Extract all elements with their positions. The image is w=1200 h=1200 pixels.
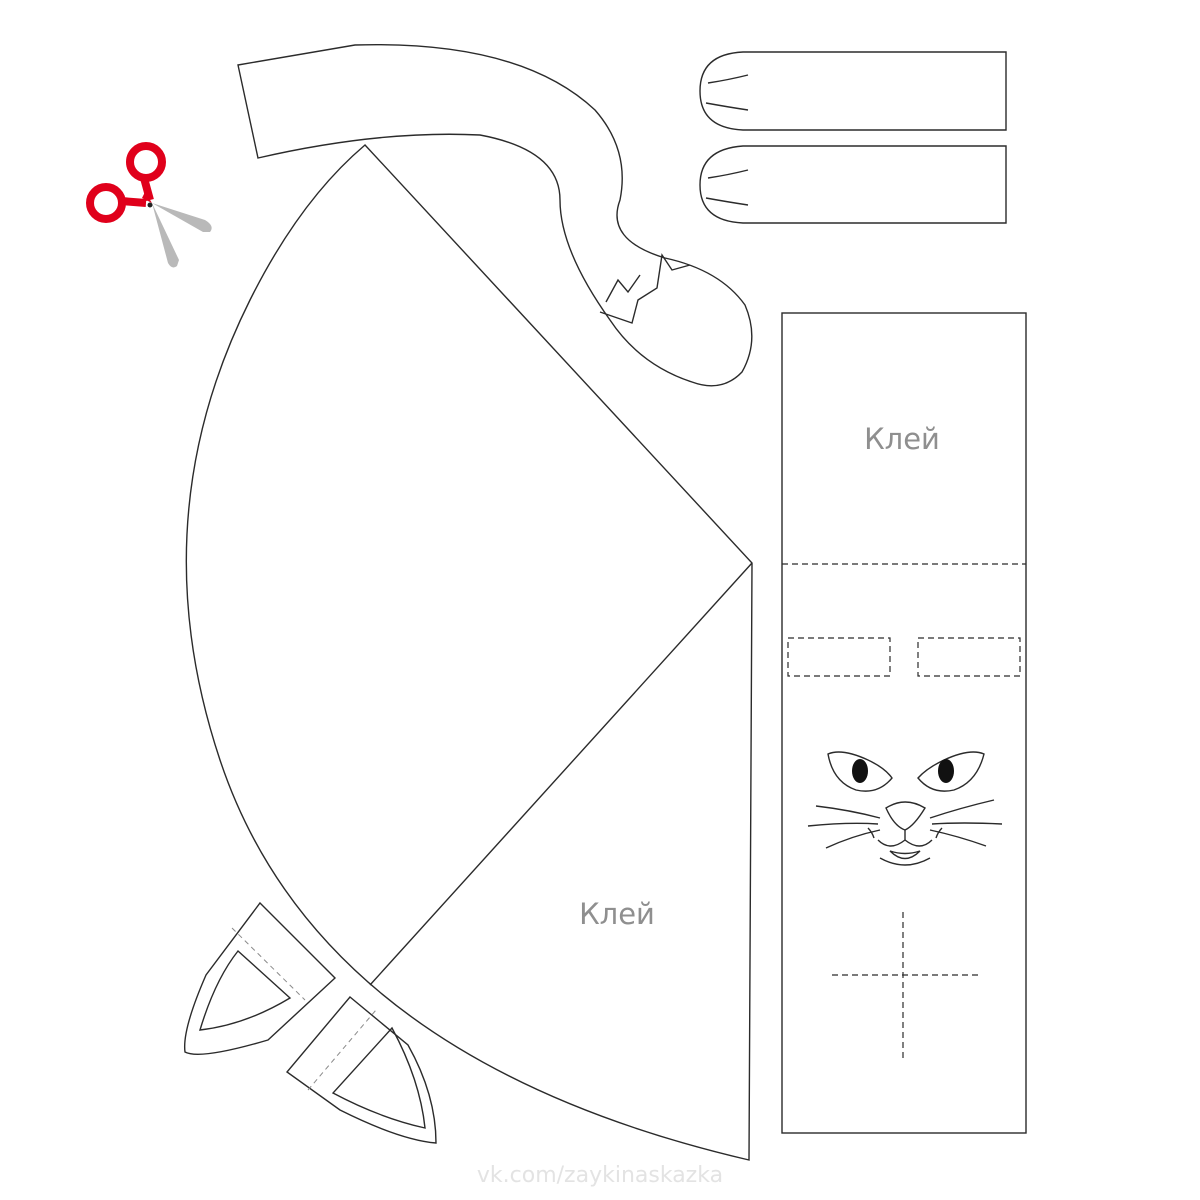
- paw-strip-bottom: [699, 145, 1007, 224]
- cat-face-icon: [807, 751, 1003, 866]
- tail-piece: [237, 43, 753, 387]
- strip-glue-label: Клей: [864, 422, 940, 456]
- paw-strip-top: [699, 51, 1007, 131]
- ear-piece-right: [285, 996, 437, 1144]
- scissors-icon: [86, 142, 212, 268]
- body-glue-label: Клей: [579, 897, 655, 931]
- ear-piece-left: [183, 901, 337, 1055]
- body-piece: [185, 144, 753, 1161]
- watermark-text: vk.com/zaykinaskazka: [477, 1163, 723, 1188]
- head-strip: [781, 312, 1027, 1134]
